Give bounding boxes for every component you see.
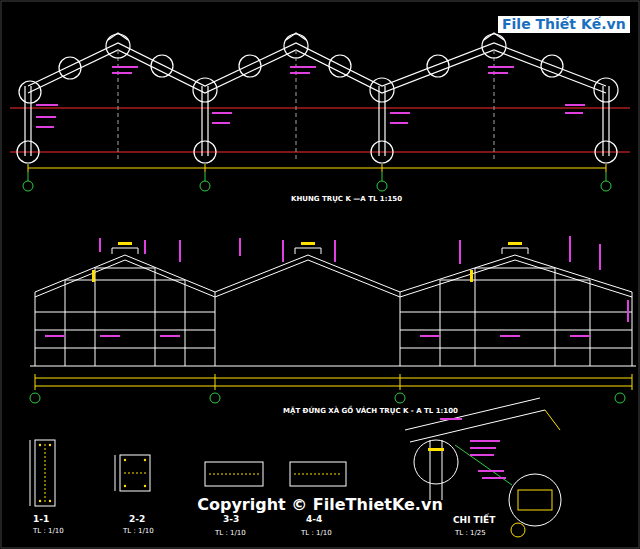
section-label: 1-1: [32, 515, 50, 525]
scale-label: TL : 1/25: [454, 530, 487, 538]
section-label: 4-4: [305, 515, 323, 525]
detail-label: CHI TIẾT: [452, 516, 496, 526]
scale-label: TL : 1/10: [122, 528, 155, 536]
watermark: Copyright © FileThietKe.vn: [196, 496, 444, 514]
section-label: 2-2: [128, 515, 146, 525]
scale-label: TL : 1/10: [32, 528, 65, 536]
view-title: MẶT ĐỨNG XÀ GỒ VÁCH TRỤC K - A TL 1:100: [282, 408, 459, 416]
scale-label: TL : 1/10: [300, 530, 333, 538]
logo-text: File Thiết Kế.vn: [498, 16, 630, 33]
scale-label: TL : 1/10: [214, 530, 247, 538]
view-title: KHUNG TRỤC K —A TL 1:150: [290, 196, 403, 204]
section-label: 3-3: [222, 515, 240, 525]
